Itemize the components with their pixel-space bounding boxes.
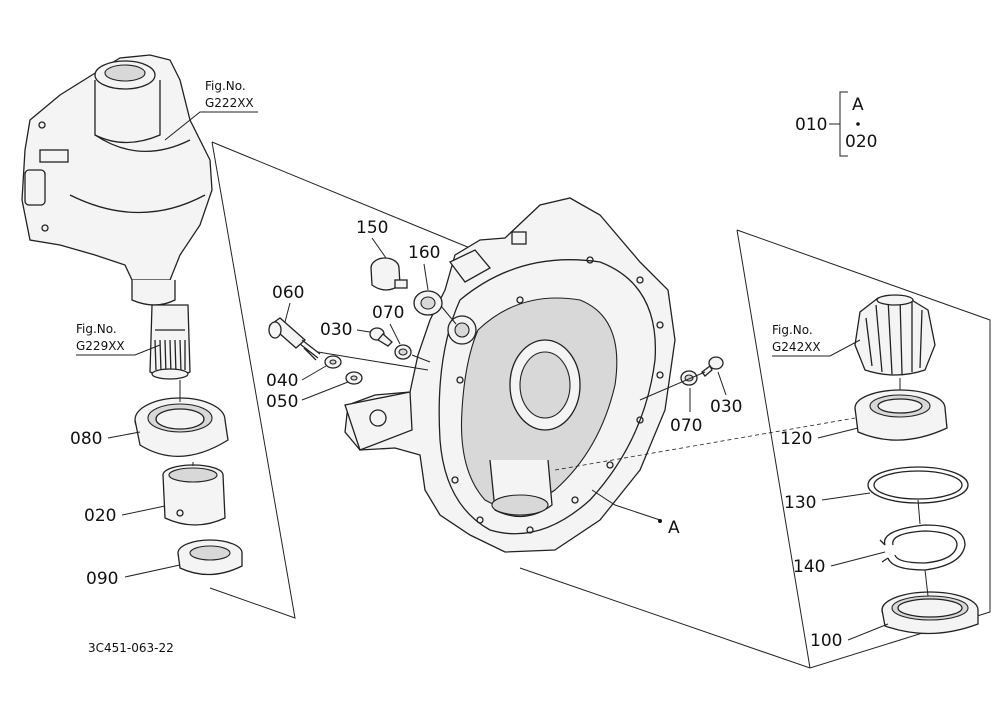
callout-160: 160	[408, 243, 440, 263]
part-030-right-bolt	[701, 356, 724, 377]
fig-ref-g242-leader	[772, 339, 861, 357]
callout-A: A	[668, 518, 680, 538]
callout-070-left-leader	[389, 323, 401, 345]
fig-ref-g229-line2: G229XX	[76, 339, 125, 353]
right-group-frame-left	[736, 229, 811, 669]
part-100-seal	[881, 591, 979, 635]
part-040-washer	[324, 355, 342, 369]
part-020-bushing	[162, 464, 226, 526]
callout-140: 140	[793, 557, 825, 577]
part-070-left-axis	[411, 354, 431, 363]
part-090-thrust-bearing	[177, 539, 243, 576]
callout-050: 050	[266, 392, 298, 412]
callout-030-right-leader	[717, 371, 727, 396]
legend-dot	[856, 122, 860, 126]
callout-090-leader	[124, 564, 181, 578]
fig-ref-g242-line1: Fig.No.	[772, 323, 813, 337]
callout-060-leader	[284, 302, 291, 323]
callout-130-leader	[821, 492, 871, 501]
part-160-washer	[413, 290, 443, 316]
legend-sub-a: A	[852, 95, 864, 115]
callout-150-leader	[371, 237, 387, 259]
callout-A-leader	[591, 489, 661, 521]
callout-070-right: 070	[670, 416, 702, 436]
legend-sub-b: 020	[845, 132, 877, 152]
callout-130: 130	[784, 493, 816, 513]
callout-080-leader	[107, 431, 141, 439]
fig-ref-g229-leader	[76, 344, 161, 356]
callout-050-leader	[301, 381, 349, 401]
part-070-left-washer	[394, 344, 412, 360]
legend-bracket	[839, 91, 848, 157]
part-030-left-bolt	[369, 327, 393, 347]
callout-030-right: 030	[710, 397, 742, 417]
part-120-bearing	[854, 389, 948, 441]
stud-axis-line	[317, 351, 429, 371]
callout-030-left-leader	[356, 329, 371, 333]
callout-040-leader	[301, 365, 327, 381]
callout-020-leader	[121, 505, 166, 516]
callout-160-leader	[423, 263, 429, 291]
callout-030-left: 030	[320, 320, 352, 340]
callout-100-leader	[847, 623, 889, 641]
callout-120-leader	[817, 427, 859, 439]
set-legend: 010 A 020	[795, 91, 877, 157]
fig-ref-g222-line2: G222XX	[205, 96, 254, 110]
callout-040: 040	[266, 371, 298, 391]
callout-150: 150	[356, 218, 388, 238]
left-group-frame	[211, 141, 471, 255]
part-060-stud	[268, 317, 321, 361]
part-140-circlip	[879, 524, 966, 571]
axle-housing-upper	[21, 54, 213, 306]
part-130-ring	[867, 466, 969, 504]
callout-A-dot	[658, 519, 662, 523]
fig-ref-g229-line1: Fig.No.	[76, 322, 117, 336]
part-160-axis	[440, 305, 457, 325]
part-080-bearing	[134, 397, 229, 457]
callout-060: 060	[272, 283, 304, 303]
callout-100: 100	[810, 631, 842, 651]
right-bolt-axis	[639, 371, 706, 401]
callout-140-leader	[830, 551, 886, 567]
assembly-axis-dashed	[554, 417, 856, 471]
callout-090: 090	[86, 569, 118, 589]
fig-ref-g222-leader	[164, 111, 258, 141]
fig-ref-g222-line1: Fig.No.	[205, 79, 246, 93]
right-group-frame	[519, 229, 991, 669]
callout-080: 080	[70, 429, 102, 449]
callout-120: 120	[780, 429, 812, 449]
part-150-plug	[370, 257, 408, 291]
bevel-gear	[854, 294, 936, 376]
center-housing	[344, 197, 676, 553]
fig-ref-g242-line2: G242XX	[772, 340, 821, 354]
left-group-frame-side	[209, 141, 296, 619]
gear-axis-3	[924, 569, 929, 597]
gear-axis-2	[917, 499, 921, 525]
legend-main: 010	[795, 115, 827, 135]
part-050-washer	[345, 371, 363, 385]
callout-070-left: 070	[372, 303, 404, 323]
callout-020: 020	[84, 506, 116, 526]
part-070-right-washer	[680, 370, 698, 386]
drawing-id: 3C451-063-22	[88, 641, 174, 655]
spline-shaft	[149, 304, 191, 380]
